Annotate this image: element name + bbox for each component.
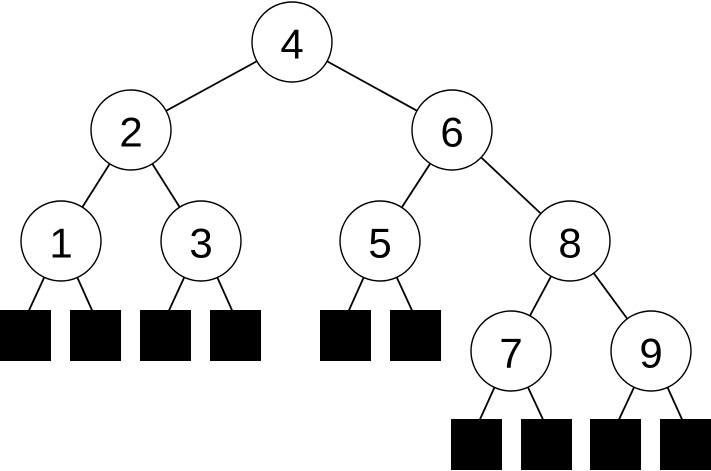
- tree-node-label-4: 4: [280, 21, 303, 68]
- nil-leaf-6: [390, 310, 441, 361]
- tree-node-label-8: 8: [558, 220, 581, 267]
- nil-leaf-3: [140, 310, 191, 361]
- tree-node-label-3: 3: [189, 220, 212, 267]
- nil-leaf-9: [590, 419, 641, 470]
- tree-node-9: [610, 310, 692, 392]
- tree-node-label-9: 9: [639, 330, 662, 377]
- nil-leaf-7: [451, 419, 502, 470]
- nil-leaf-2: [70, 310, 121, 361]
- tree-node-3: [160, 200, 242, 282]
- tree-node-label-7: 7: [499, 330, 522, 377]
- tree-node-8: [529, 200, 611, 282]
- tree-node-5: [339, 200, 421, 282]
- nil-leaf-5: [320, 310, 371, 361]
- tree-node-1: [20, 200, 102, 282]
- nil-leaf-1: [0, 310, 51, 361]
- tree-node-7: [470, 310, 552, 392]
- tree-node-label-5: 5: [368, 220, 391, 267]
- tree-node-label-6: 6: [440, 109, 463, 156]
- nil-leaf-10: [660, 419, 711, 470]
- tree-node-6: [411, 89, 493, 171]
- nil-leaf-4: [210, 310, 261, 361]
- tree-node-2: [90, 89, 172, 171]
- tree-node-4: [251, 1, 333, 83]
- tree-node-label-1: 1: [49, 220, 72, 267]
- nil-leaf-8: [521, 419, 572, 470]
- tree-node-label-2: 2: [119, 109, 142, 156]
